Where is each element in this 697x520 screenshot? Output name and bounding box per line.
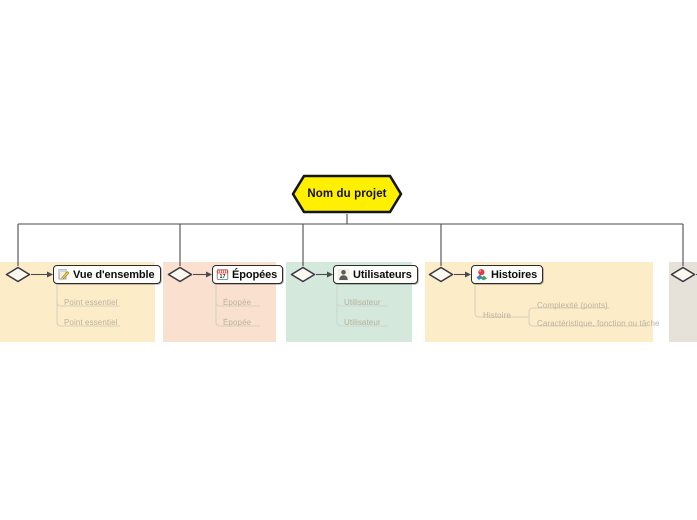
- subtopic-histoire[interactable]: Histoire: [483, 311, 511, 320]
- calendar-icon: 17: [216, 268, 229, 281]
- branch-marker-clipped[interactable]: [670, 266, 696, 283]
- branch-marker-histoires[interactable]: [428, 266, 454, 283]
- svg-text:17: 17: [220, 274, 226, 280]
- topic-utilisateurs[interactable]: Utilisateurs: [333, 265, 418, 284]
- root-node-nom-du-projet[interactable]: Nom du projet: [291, 174, 403, 214]
- topic-label-vue-densemble: Vue d'ensemble: [73, 268, 155, 281]
- branch-marker-utilisateurs[interactable]: [290, 266, 316, 283]
- root-node-label: Nom du projet: [307, 188, 387, 200]
- subtopic-utilisateur-1[interactable]: Utilisateur: [344, 298, 381, 307]
- user-icon: [337, 268, 350, 281]
- topic-label-utilisateurs: Utilisateurs: [353, 268, 412, 281]
- topic-epopees[interactable]: 17 Épopées: [212, 265, 284, 284]
- branch-marker-vue-densemble[interactable]: [5, 266, 31, 283]
- topic-label-histoires: Histoires: [491, 268, 538, 281]
- subtopic-point-essentiel-2[interactable]: Point essentiel: [64, 318, 118, 327]
- branch-marker-epopees[interactable]: [167, 266, 193, 283]
- topic-vue-densemble[interactable]: Vue d'ensemble: [53, 265, 161, 284]
- subtopic-utilisateur-2[interactable]: Utilisateur: [344, 318, 381, 327]
- note-pencil-icon: [57, 268, 70, 281]
- subtopic-epopee-1[interactable]: Épopée: [223, 298, 252, 307]
- flower-icon: [475, 268, 488, 281]
- root-hexagon-shape: [291, 174, 403, 214]
- subtopic-caracteristique-fonction-tache[interactable]: Caractéristique, fonction ou tâche: [537, 319, 660, 328]
- subtopic-point-essentiel-1[interactable]: Point essentiel: [64, 298, 118, 307]
- subtopic-complexite-points[interactable]: Complexité (points): [537, 301, 608, 310]
- subtopic-epopee-2[interactable]: Épopée: [223, 318, 252, 327]
- topic-histoires[interactable]: Histoires: [471, 265, 544, 284]
- topic-label-epopees: Épopées: [232, 268, 278, 281]
